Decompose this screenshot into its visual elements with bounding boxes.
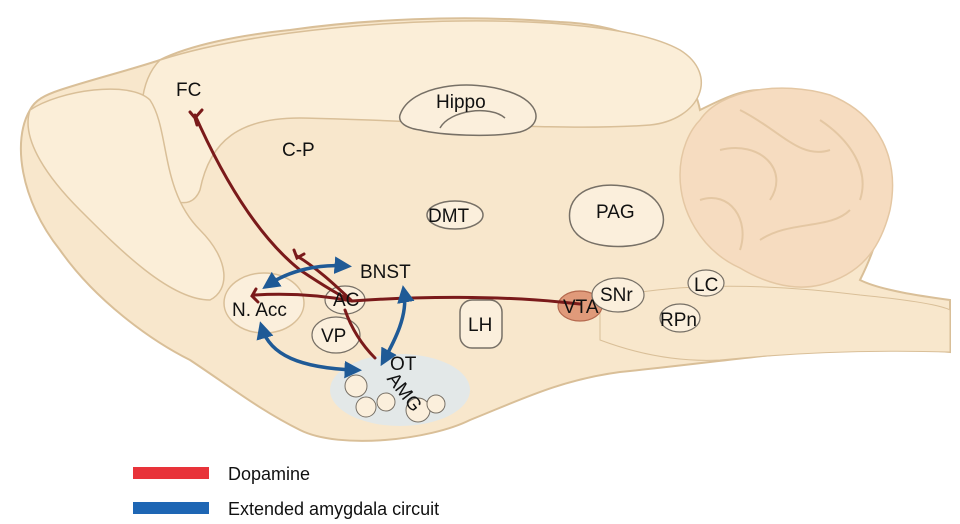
label-nacc: N. Acc [232, 300, 287, 321]
label-rpn: RPn [660, 310, 697, 331]
legend-swatch-circuit [133, 502, 209, 514]
legend-label-dopamine: Dopamine [228, 464, 310, 484]
label-lc: LC [694, 275, 718, 296]
label-cp: C-P [282, 140, 315, 161]
label-dmt: DMT [428, 206, 470, 227]
label-hippo: Hippo [436, 92, 486, 113]
label-bnst: BNST [360, 262, 411, 283]
legend-label-circuit: Extended amygdala circuit [228, 499, 439, 519]
legend: Dopamine Extended amygdala circuit [133, 464, 439, 519]
legend-swatch-dopamine [133, 467, 209, 479]
label-vp: VP [321, 326, 346, 347]
amg-circle [377, 393, 395, 411]
amg-circle [427, 395, 445, 413]
label-ac: AC [333, 290, 359, 311]
label-pag: PAG [596, 202, 635, 223]
label-snr: SNr [600, 285, 633, 306]
label-lh: LH [468, 315, 492, 336]
label-fc: FC [176, 80, 201, 101]
amg-circle [345, 375, 367, 397]
label-vta: VTA [563, 297, 599, 318]
amg-circle [356, 397, 376, 417]
